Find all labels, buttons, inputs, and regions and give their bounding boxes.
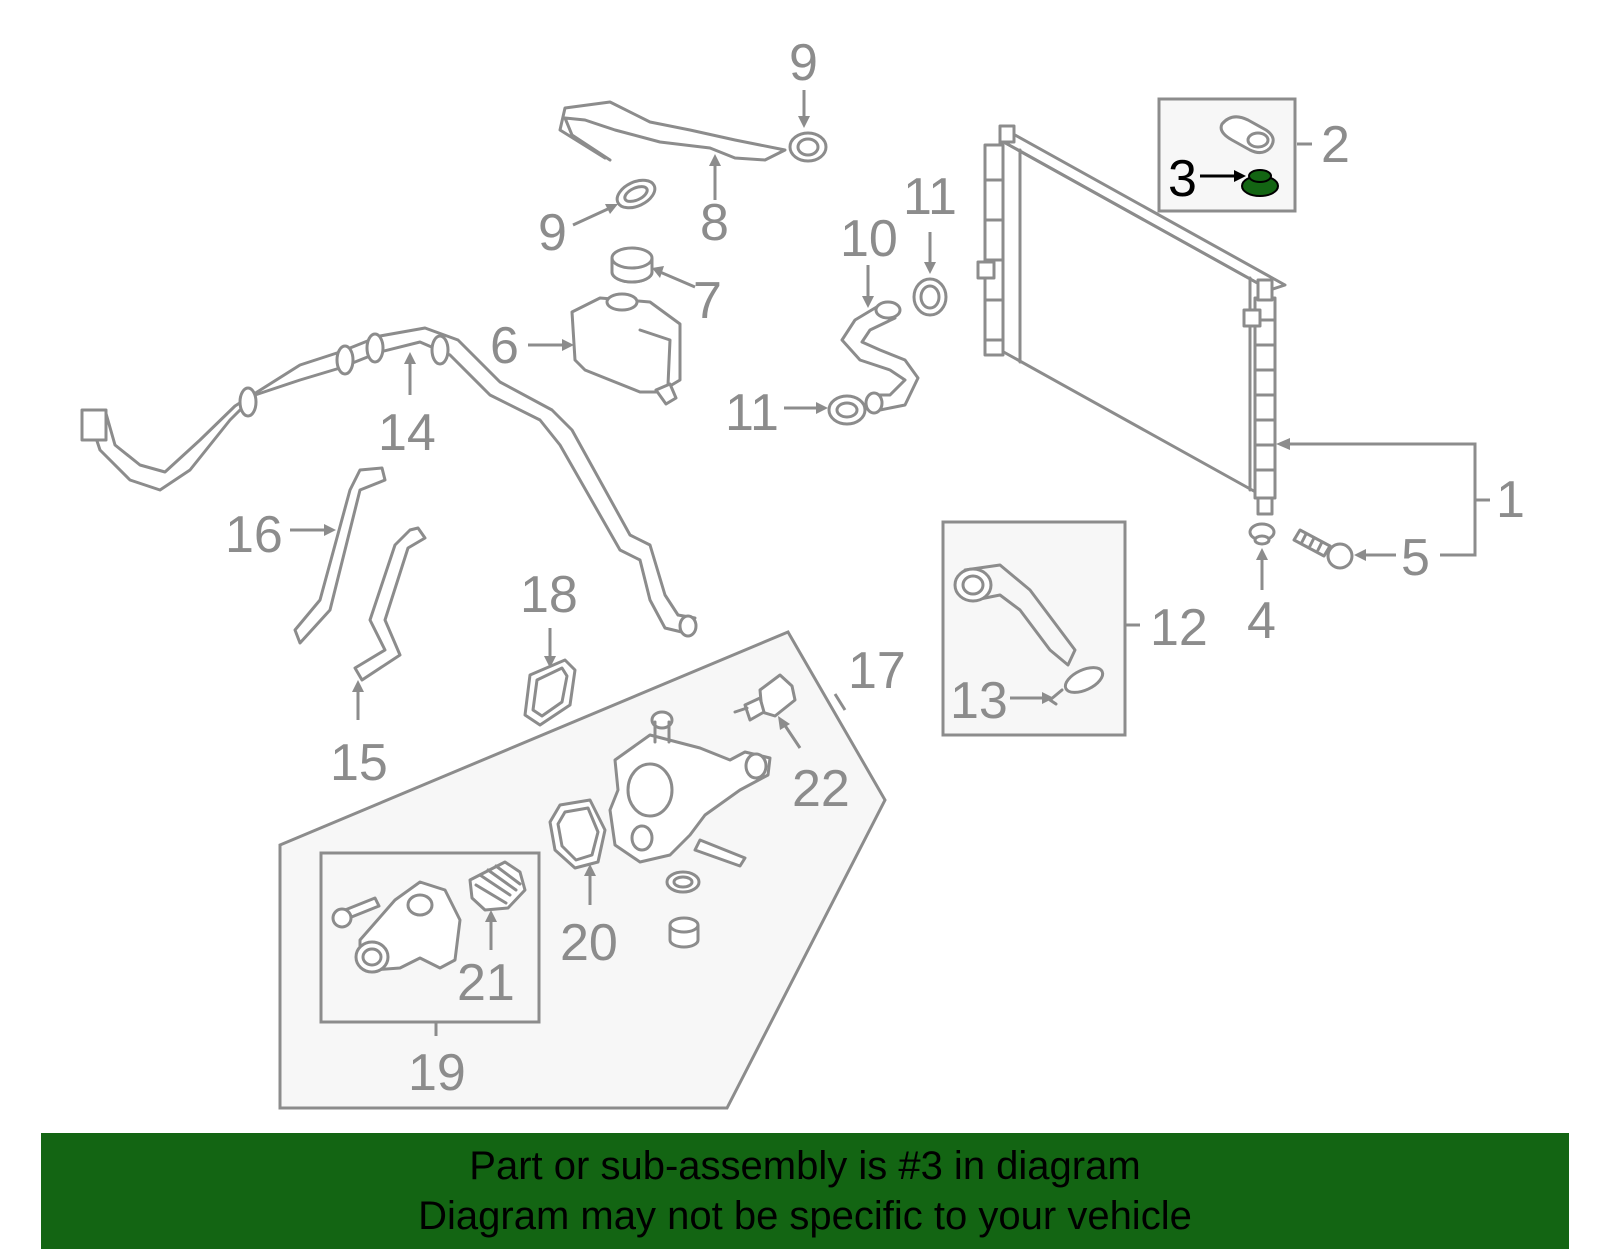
part-9-clamp-icon[interactable] [788,131,828,163]
callout-21: 21 [457,954,515,1012]
housing-o-ring-icon[interactable] [665,870,701,894]
callout-18: 18 [520,566,578,624]
part-22-temp-sensor-icon[interactable] [733,673,797,722]
part-6-surge-tank-icon[interactable] [570,292,682,406]
callout-15: 15 [330,734,388,792]
part-19-thermostat-cover-icon[interactable] [354,880,462,974]
callout-13: 13 [950,672,1008,730]
housing-plug-icon[interactable] [668,916,700,949]
part-11-clamp-icon[interactable] [912,277,948,317]
part-5-bolt-icon[interactable] [1292,528,1354,570]
callout-3: 3 [1168,150,1197,208]
part-13-clamp-icon[interactable] [1048,662,1106,706]
callout-4: 4 [1247,592,1276,650]
callout-1: 1 [1496,471,1525,529]
part-20-gasket-icon[interactable] [548,798,607,870]
callout-12: 12 [1150,599,1208,657]
info-banner: Part or sub-assembly is #3 in diagram Di… [41,1133,1569,1249]
part-8-vent-hose-icon[interactable] [558,100,787,162]
callout-9-top: 9 [789,34,818,92]
callout-5: 5 [1401,529,1430,587]
callout-7: 7 [693,272,722,330]
callout-16: 16 [225,506,283,564]
banner-line-part: Part or sub-assembly is #3 in diagram [469,1144,1141,1188]
part-7-tank-cap-icon[interactable] [610,246,654,284]
part-9-clamp-icon-2[interactable] [613,175,659,214]
part-15-hose-icon[interactable] [353,526,427,682]
part-19-cover-bolt-icon[interactable] [331,896,381,929]
callout-22: 22 [792,760,850,818]
callout-2: 2 [1321,116,1350,174]
part-3-cap-seal-icon[interactable] [1241,169,1279,197]
part-4-insulator-icon[interactable] [1248,522,1276,546]
callout-11-left: 11 [725,384,779,442]
banner-line-disclaimer: Diagram may not be specific to your vehi… [418,1194,1192,1238]
callout-11-top: 11 [903,168,957,226]
part-18-gasket-icon[interactable] [523,658,577,727]
callout-17: 17 [848,642,906,700]
part-2-radiator-cap-icon[interactable] [1219,115,1275,155]
callout-10: 10 [840,210,898,268]
cap-inset-box [1157,97,1297,213]
part-12-lower-hose-icon[interactable] [953,563,1077,667]
radiator-icon[interactable] [976,124,1287,516]
part-11-clamp-icon-2[interactable] [827,394,867,426]
callout-19: 19 [408,1044,466,1102]
callout-20: 20 [560,914,618,972]
part-16-hose-icon[interactable] [293,466,387,645]
callout-14: 14 [378,404,436,462]
thermostat-housing-icon[interactable] [608,710,772,868]
part-10-inlet-hose-icon[interactable] [840,300,920,415]
callout-6: 6 [490,317,519,375]
callout-9-left: 9 [538,204,567,262]
callout-8: 8 [700,194,729,252]
part-21-thermostat-icon[interactable] [468,860,527,912]
part-14-heater-hose-icon[interactable] [80,326,698,638]
